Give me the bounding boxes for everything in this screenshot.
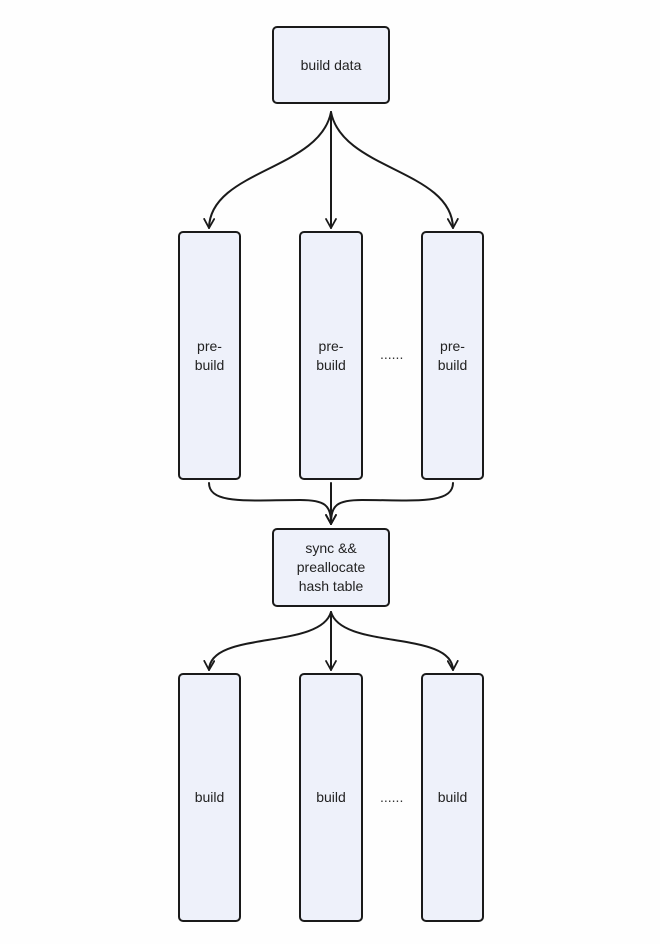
build-row-ellipsis: ...... (380, 789, 404, 805)
node-prebuild-2-label: pre- build (316, 337, 346, 373)
node-build-data-label: build data (300, 56, 362, 73)
arrow-prebuild-1-to-sync (208, 482, 337, 525)
prebuild-row-ellipsis: ...... (380, 346, 404, 362)
node-build-2-label: build (316, 789, 346, 805)
node-sync-preallocate-label: sync && preallocate hash table (296, 540, 366, 594)
arrow-builddata-to-prebuild-3 (330, 111, 459, 229)
node-prebuild-3[interactable]: pre- build (421, 231, 484, 480)
node-build-1[interactable]: build (178, 673, 241, 922)
node-build-3[interactable]: build (421, 673, 484, 922)
node-build-1-label: build (194, 789, 225, 805)
arrow-prebuild-3-to-sync (325, 482, 454, 525)
node-build-3-label: build (437, 789, 468, 805)
arrow-builddata-to-prebuild-1 (203, 111, 332, 229)
arrow-sync-to-build-3 (330, 611, 459, 671)
node-prebuild-2[interactable]: pre- build (299, 231, 363, 480)
node-prebuild-1[interactable]: pre- build (178, 231, 241, 480)
node-prebuild-3-label: pre- build (437, 337, 468, 373)
node-build-data[interactable]: build data (272, 26, 390, 104)
node-sync-preallocate[interactable]: sync && preallocate hash table (272, 528, 390, 607)
arrow-sync-to-build-1 (203, 611, 332, 671)
node-build-2[interactable]: build (299, 673, 363, 922)
node-prebuild-1-label: pre- build (194, 337, 225, 373)
